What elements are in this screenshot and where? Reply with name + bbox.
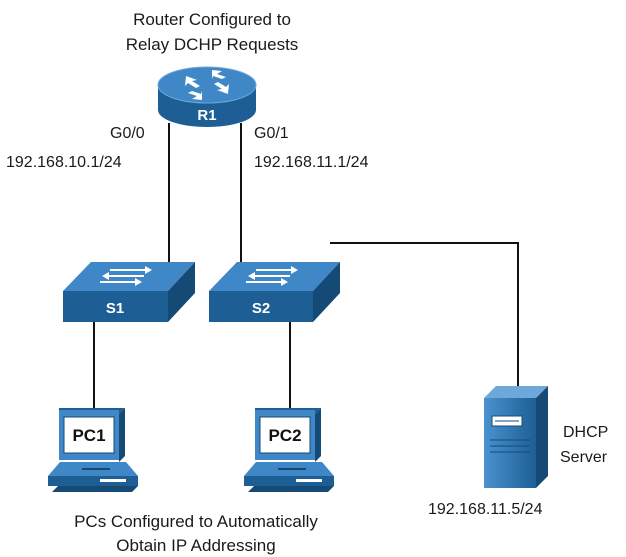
monitor-icon [59, 408, 125, 462]
pcs-caption-line2: Obtain IP Addressing [116, 536, 275, 555]
keyboard-icon [244, 462, 334, 492]
keyboard-icon [48, 462, 138, 492]
switch-arrows-icon [246, 266, 298, 286]
server-label-line2: Server [560, 449, 608, 466]
switch-front [63, 291, 168, 322]
switch-side [313, 262, 340, 322]
server-label-line1: DHCP [563, 424, 608, 441]
pc1[interactable]: PC1 [48, 408, 138, 492]
switch-s2-name: S2 [252, 300, 270, 317]
router-top [158, 67, 256, 103]
server-icon [484, 386, 548, 488]
switch-front [209, 291, 313, 322]
pc2[interactable]: PC2 [244, 408, 334, 492]
dhcp-server[interactable] [484, 386, 548, 488]
router-r1[interactable]: R1 [157, 66, 257, 127]
switch-s1-name: S1 [106, 300, 124, 317]
port-g0-1-label: G0/1 [254, 125, 289, 142]
link-s2-server [330, 242, 519, 398]
router-name: R1 [197, 107, 216, 124]
links [93, 123, 519, 408]
pc1-name: PC1 [72, 426, 105, 445]
monitor-icon [255, 408, 321, 462]
port-g0-0-ip: 192.168.10.1/24 [6, 154, 122, 171]
port-g0-0-label: G0/0 [110, 125, 145, 142]
switch-arrows-icon [100, 266, 152, 286]
pcs-caption-line1: PCs Configured to Automatically [74, 512, 318, 531]
pc2-name: PC2 [268, 426, 301, 445]
server-ip: 192.168.11.5/24 [428, 501, 543, 518]
router-caption-line1: Router Configured to [133, 10, 291, 29]
switch-s1[interactable]: S1 [63, 262, 195, 322]
port-g0-1-ip: 192.168.11.1/24 [254, 154, 369, 171]
router-caption-line2: Relay DCHP Requests [126, 35, 299, 54]
switch-side [168, 262, 195, 322]
switch-s2[interactable]: S2 [209, 262, 340, 322]
router-arrows-icon [185, 70, 229, 100]
